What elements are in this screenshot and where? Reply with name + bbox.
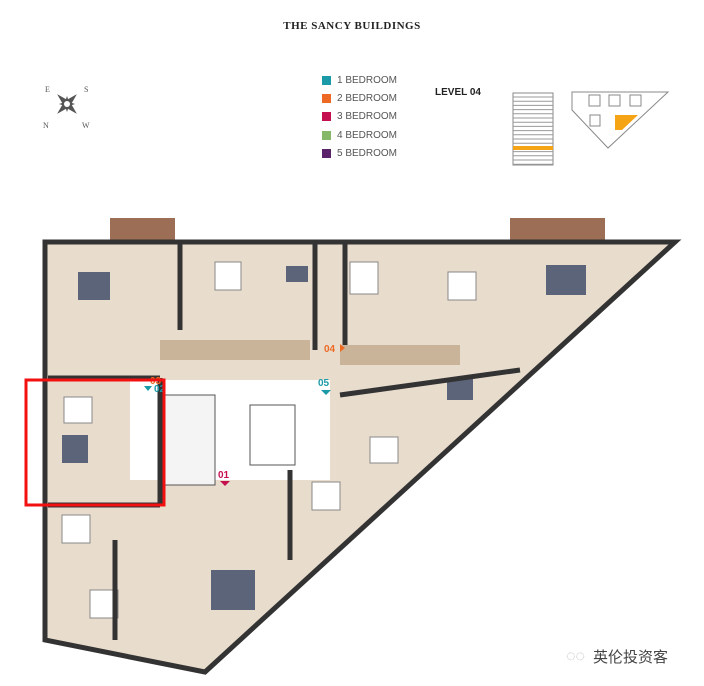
legend-swatch [322,93,331,103]
unit-04-marker [340,344,345,352]
compass-s: S [84,85,88,94]
legend-item: 3 BEDROOM [322,108,397,126]
legend-swatch [322,75,331,85]
compass-icon: E S N W [43,85,90,130]
compass-n: N [43,121,49,130]
site-key-plan [571,91,670,149]
legend-swatch [322,112,331,122]
legend-label: 5 BEDROOM [337,147,398,159]
watermark-text: 英伦投资客 [593,649,669,666]
legend-item: 5 BEDROOM [322,144,397,162]
highlight-box-unit-02 [24,378,166,507]
compass-w: W [82,121,90,130]
legend-item: 4 BEDROOM [322,126,397,144]
legend-label: 4 BEDROOM [337,129,398,141]
page-title: THE SANCY BUILDINGS [283,20,421,32]
unit-label-04: 04 [324,344,336,355]
wechat-icon: ◌◌ [566,647,586,665]
legend-item: 2 BEDROOM [322,89,397,107]
unit-label-05: 05 [318,378,330,389]
building-elevation-icon [512,92,554,166]
legend-label: 2 BEDROOM [337,92,398,104]
level-label: LEVEL 04 [435,87,481,98]
legend-label: 3 BEDROOM [337,111,398,123]
legend-swatch [322,148,331,158]
legend-label: 1 BEDROOM [337,74,398,86]
unit-label-01: 01 [218,470,230,481]
legend-swatch [322,130,331,140]
legend-item: 1 BEDROOM [322,71,397,89]
unit-02-marker [144,386,152,391]
unit-05-marker [321,390,331,395]
floor-plan [42,218,682,675]
watermark: ◌◌ 英伦投资客 [566,646,668,667]
unit-label-02: 02 [154,384,166,395]
unit-type-legend: 1 BEDROOM 2 BEDROOM 3 BEDROOM 4 BEDROOM … [322,71,397,162]
compass-e: E [45,85,50,94]
unit-01-marker [220,481,230,486]
